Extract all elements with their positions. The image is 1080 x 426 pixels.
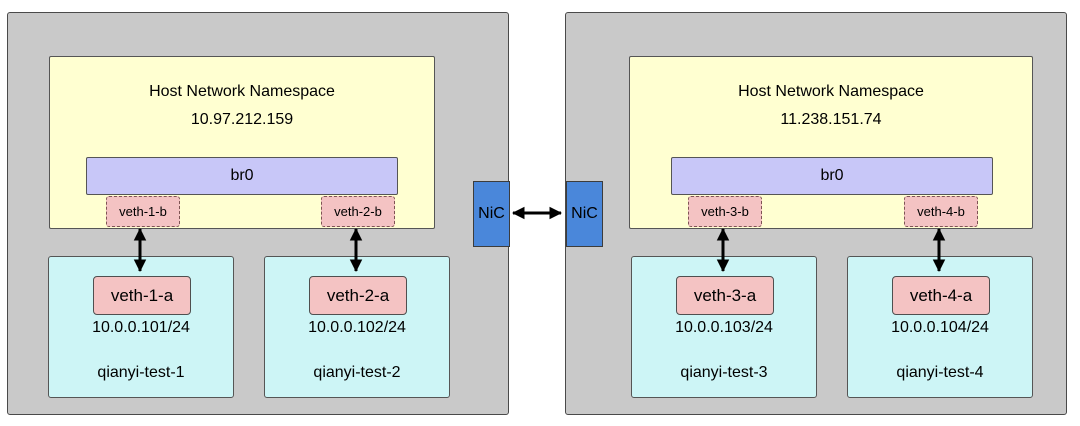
container-qianyi-test-3-box: veth-3-a 10.0.0.103/24 qianyi-test-3 xyxy=(631,256,817,398)
container-qianyi-test-1-box: veth-1-a 10.0.0.101/24 qianyi-test-1 xyxy=(48,256,234,398)
host-1-bridge-br0: br0 xyxy=(86,157,398,195)
veth-1-b-port: veth-1-b xyxy=(106,196,180,227)
container-4-name-label: qianyi-test-4 xyxy=(896,364,984,381)
container-2-ip-label: 10.0.0.102/24 xyxy=(308,319,406,336)
host-2-nic-box: NiC xyxy=(566,181,603,247)
container-3-ip-label: 10.0.0.103/24 xyxy=(675,319,773,336)
veth-3-a-box: veth-3-a xyxy=(676,276,774,315)
host-2-bridge-br0: br0 xyxy=(671,157,993,195)
container-qianyi-test-4-box: veth-4-a 10.0.0.104/24 qianyi-test-4 xyxy=(847,256,1033,398)
container-1-ip-label: 10.0.0.101/24 xyxy=(92,319,190,336)
veth-2-a-box: veth-2-a xyxy=(309,276,407,315)
container-3-name-label: qianyi-test-3 xyxy=(680,364,768,381)
host-2-namespace-box: Host Network Namespace 11.238.151.74 br0… xyxy=(629,56,1033,229)
host-2-ip-label: 11.238.151.74 xyxy=(780,111,882,128)
veth-4-b-port: veth-4-b xyxy=(904,196,978,227)
veth-2-b-port: veth-2-b xyxy=(321,196,395,227)
veth-3-b-port: veth-3-b xyxy=(688,196,762,227)
host-1-namespace-box: Host Network Namespace 10.97.212.159 br0… xyxy=(49,56,435,229)
veth-1-a-box: veth-1-a xyxy=(93,276,191,315)
host-2-box: Host Network Namespace 11.238.151.74 br0… xyxy=(565,12,1067,415)
host-1-ip-label: 10.97.212.159 xyxy=(190,111,294,128)
host-1-nic-box: NiC xyxy=(473,181,510,247)
host-1-box: Host Network Namespace 10.97.212.159 br0… xyxy=(7,12,510,415)
container-2-name-label: qianyi-test-2 xyxy=(313,364,401,381)
container-qianyi-test-2-box: veth-2-a 10.0.0.102/24 qianyi-test-2 xyxy=(264,256,450,398)
container-1-name-label: qianyi-test-1 xyxy=(97,364,185,381)
container-4-ip-label: 10.0.0.104/24 xyxy=(891,319,989,336)
host-1-namespace-title: Host Network Namespace xyxy=(149,83,335,100)
host-2-namespace-title: Host Network Namespace xyxy=(738,83,924,100)
veth-4-a-box: veth-4-a xyxy=(892,276,990,315)
